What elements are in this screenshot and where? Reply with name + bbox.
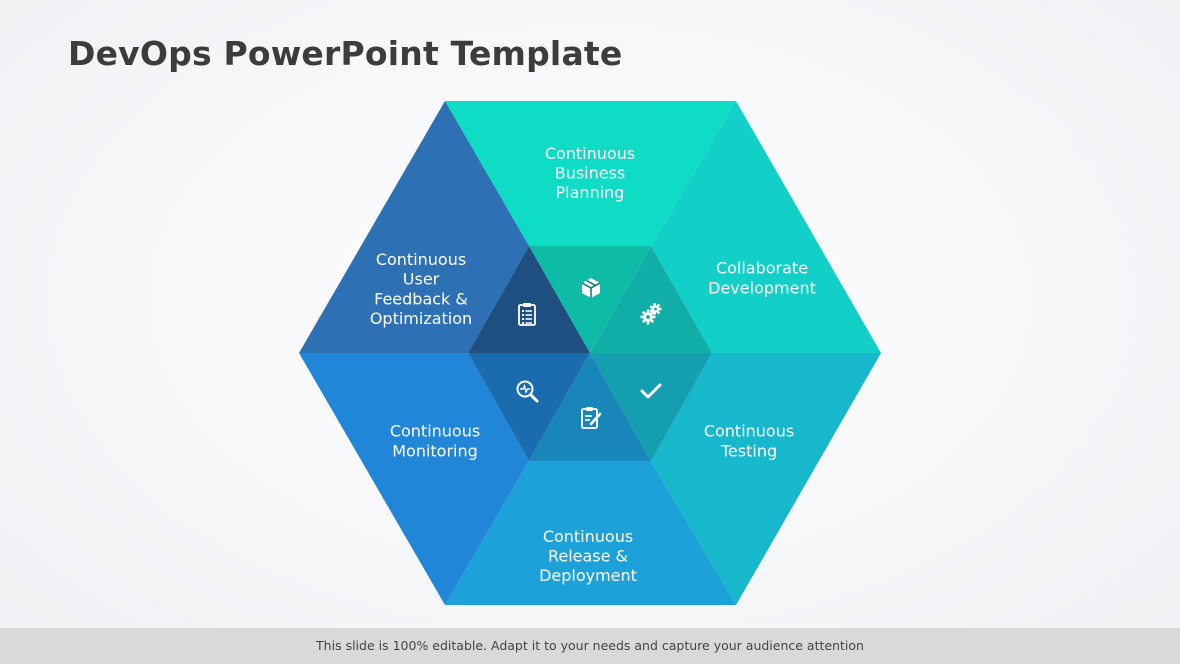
segment-release-deployment <box>445 461 736 605</box>
segment-label-line: Continuous <box>545 144 635 163</box>
footer-note: This slide is 100% editable. Adapt it to… <box>0 628 1180 664</box>
segment-label-line: Continuous <box>376 250 466 269</box>
segment-user-feedback <box>299 101 529 353</box>
segment-label-line: Deployment <box>539 566 637 585</box>
segment-label-line: Development <box>708 278 816 297</box>
segment-core-testing <box>590 353 712 461</box>
segment-business-planning <box>445 101 736 246</box>
segment-testing <box>651 353 881 605</box>
segment-label-line: Continuous <box>543 527 633 546</box>
segment-monitoring <box>299 353 529 605</box>
segment-label-line: Continuous <box>704 422 794 441</box>
slide-title: DevOps PowerPoint Template <box>68 34 623 73</box>
segment-core-collaborate-development <box>590 246 712 353</box>
gears-icon <box>640 302 662 325</box>
segment-collaborate-development <box>651 101 881 353</box>
segment-label-line: Monitoring <box>392 441 478 460</box>
clipboard-edit-icon <box>581 407 602 429</box>
segment-label-line: Business <box>555 164 626 183</box>
segment-label-line: Optimization <box>370 309 472 328</box>
clipboard-list-icon <box>518 303 536 326</box>
segment-label-line: Planning <box>556 183 625 202</box>
segment-core-user-feedback <box>468 246 590 353</box>
segment-core-monitoring <box>468 353 590 461</box>
segment-label-line: Testing <box>720 441 777 460</box>
segment-label-line: Release & <box>548 547 628 566</box>
box-icon <box>581 278 601 298</box>
segment-label-line: Feedback & <box>374 289 468 308</box>
segment-label-line: User <box>403 270 440 289</box>
segment-label-line: Collaborate <box>716 259 808 278</box>
segment-core-business-planning <box>529 246 651 353</box>
checkmark-icon <box>640 383 662 399</box>
magnifier-pulse-icon <box>516 380 539 403</box>
segment-label-line: Continuous <box>390 422 480 441</box>
